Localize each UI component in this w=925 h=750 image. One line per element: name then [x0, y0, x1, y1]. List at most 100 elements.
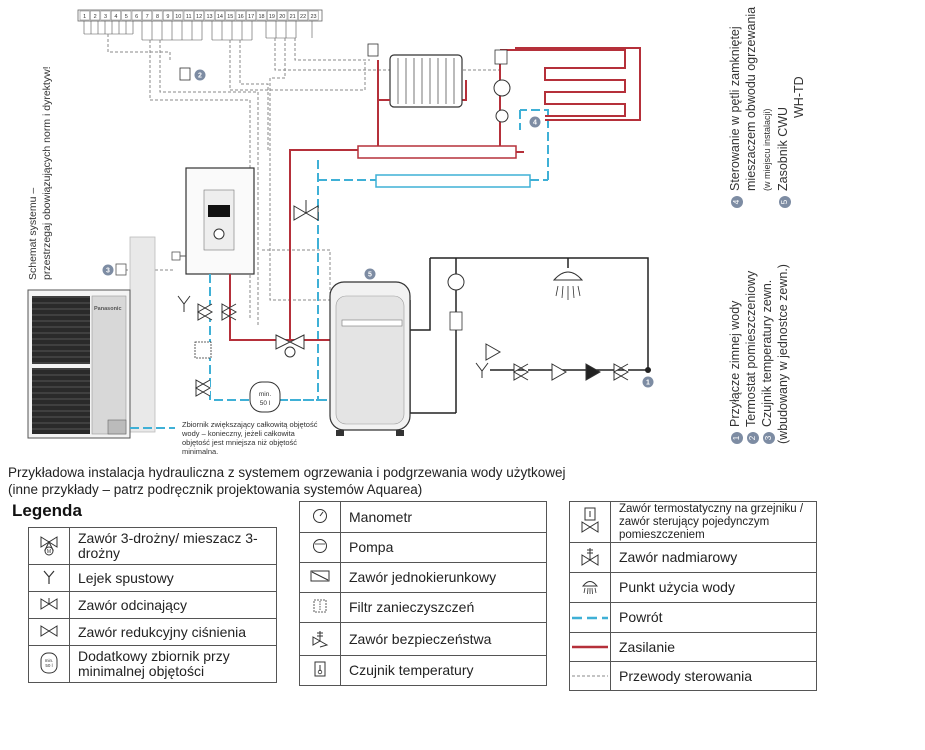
legend-label: Zawór 3-drożny/ mieszacz 3-drożny [69, 527, 277, 565]
legend-label: Zawór jednokierunkowy [340, 562, 547, 593]
legend-row: Zawór nadmiarowy [569, 542, 817, 573]
note-line: 5Zasobnik CWU [775, 7, 791, 208]
legend-label: Dodatkowy zbiornik przy minimalnej objęt… [69, 645, 277, 683]
terminal-cell [110, 10, 121, 21]
svg-text:3: 3 [106, 268, 110, 275]
note-line: 3Czujnik temperatury zewn. [759, 264, 775, 444]
terminal-cell [266, 10, 277, 21]
badge-4-inline: 4 [731, 196, 743, 208]
terminal-cell [235, 10, 246, 21]
legend-row: Filtr zanieczyszczeń [299, 592, 547, 623]
terminal-number: 7 [146, 14, 149, 20]
buffer-tank-note: Zbiornik zwiększający całkowitą objętość… [182, 420, 332, 456]
legend-label: Manometr [340, 501, 547, 533]
legend-row: Zawór odcinający [28, 591, 277, 619]
terminal-cell [225, 10, 236, 21]
legend-row: Zawór redukcyjny ciśnienia [28, 618, 277, 646]
building-wall [129, 236, 156, 433]
drain-funnel [475, 362, 489, 378]
svg-text:Panasonic: Panasonic [94, 306, 122, 312]
pressure-reducing-valve-icon [28, 618, 70, 646]
terminal-number: 16 [238, 14, 244, 20]
legend-label: Zawór bezpieczeństwa [340, 622, 547, 656]
svg-text:Schemat systemu –: Schemat systemu – [27, 188, 39, 280]
legend-column-2: Manometr Pompa Zawór jednokierunkowy Fil… [299, 501, 547, 686]
overflow-valve [293, 200, 319, 221]
terminal-number: 8 [156, 14, 159, 20]
terminal-number: 14 [217, 14, 223, 20]
svg-text:5: 5 [368, 272, 372, 279]
legend-row: Powrót [569, 602, 817, 633]
terminal-number: 22 [300, 14, 306, 20]
terminal-cell [162, 10, 173, 21]
legend-row: Zawór jednokierunkowy [299, 562, 547, 593]
note-line: objętość jest mniejsza niż objętość [182, 438, 298, 447]
terminal-cell [79, 10, 90, 21]
terminal-number: 21 [290, 14, 296, 20]
drain-funnel [177, 295, 191, 312]
note-text: mieszaczem obwodu ogrzewania [744, 6, 758, 191]
note-text: (wbudowany w jednostce zewn.) [776, 264, 790, 444]
terminal-number: 15 [227, 14, 233, 20]
pump-icon [299, 532, 341, 563]
shutoff-valve-icon [28, 591, 70, 619]
terminal-number: 18 [258, 14, 264, 20]
note-text: Zasobnik CWU [776, 106, 790, 191]
note-line: 2 Termostat pomieszczeniowy [743, 264, 759, 444]
filter-box [494, 49, 508, 65]
terminal-cell [246, 10, 257, 21]
legend-label: Zasilanie [610, 632, 817, 662]
terminal-cell [204, 10, 215, 21]
room-thermostat [179, 67, 191, 81]
three-way-valve-icon: M [28, 527, 70, 565]
legend-label: Zawór odcinający [69, 591, 277, 619]
legend-row: Lejek spustowy [28, 564, 277, 592]
overflow-valve-icon [569, 542, 611, 573]
terminal-number: 10 [175, 14, 181, 20]
note-col-2: 4Sterowanie w pętli zamkniętej mieszacze… [727, 7, 807, 208]
note-text: Czujnik temperatury zewn. [760, 279, 774, 427]
return-line-icon [569, 602, 611, 633]
note-line: WH-TD [791, 7, 807, 208]
temperature-sensor-icon [299, 655, 341, 686]
radiator-thermostatic-valve [367, 43, 379, 57]
manometer-icon [299, 501, 341, 533]
caption-line-2: (inne przykłady – patrz podręcznik proje… [8, 482, 423, 497]
note-line: (wbudowany w jednostce zewn.) [775, 264, 791, 444]
dhw-cylinder [329, 281, 411, 436]
legend-label: Filtr zanieczyszczeń [340, 592, 547, 623]
terminal-number: 11 [186, 14, 192, 20]
legend-column-1: M Zawór 3-drożny/ mieszacz 3-drożny Leje… [28, 527, 277, 683]
svg-text:min.: min. [259, 391, 271, 398]
terminal-cell [131, 10, 142, 21]
legend-row: Punkt użycia wody [569, 572, 817, 603]
legend-label: Pompa [340, 532, 547, 563]
terminal-cell [308, 10, 319, 21]
return-manifold [375, 174, 531, 188]
legend-title: Legenda [12, 501, 82, 520]
terminal-number: 4 [114, 14, 117, 20]
note-text: Termostat pomieszczeniowy [744, 270, 758, 427]
terminal-number: 9 [166, 14, 169, 20]
terminal-cell [298, 10, 309, 21]
svg-text:1: 1 [646, 380, 650, 387]
terminal-number: 12 [196, 14, 202, 20]
terminal-number: 20 [279, 14, 285, 20]
badge-2-inline: 2 [747, 432, 759, 444]
shutoff-valves [194, 303, 238, 397]
legend-label: Powrót [610, 602, 817, 633]
note-line: minimalna. [182, 447, 219, 456]
terminal-number: 13 [206, 14, 212, 20]
terminal-cell [121, 10, 132, 21]
terminal-number: 3 [104, 14, 107, 20]
svg-text:przestrzegaj obowiązujących no: przestrzegaj obowiązujących norm i dyrek… [41, 66, 53, 280]
indoor-strainer [194, 341, 212, 359]
supply-line-icon [569, 632, 611, 662]
control-wiring-icon [569, 661, 611, 691]
note-line: wody – konieczny, jeżeli całkowita [182, 429, 295, 438]
note-text: WH-TD [792, 76, 806, 118]
water-outlet-icon [569, 572, 611, 603]
diagram-badges: 1 2 3 4 5 [102, 69, 654, 388]
terminal-cell [142, 10, 153, 21]
